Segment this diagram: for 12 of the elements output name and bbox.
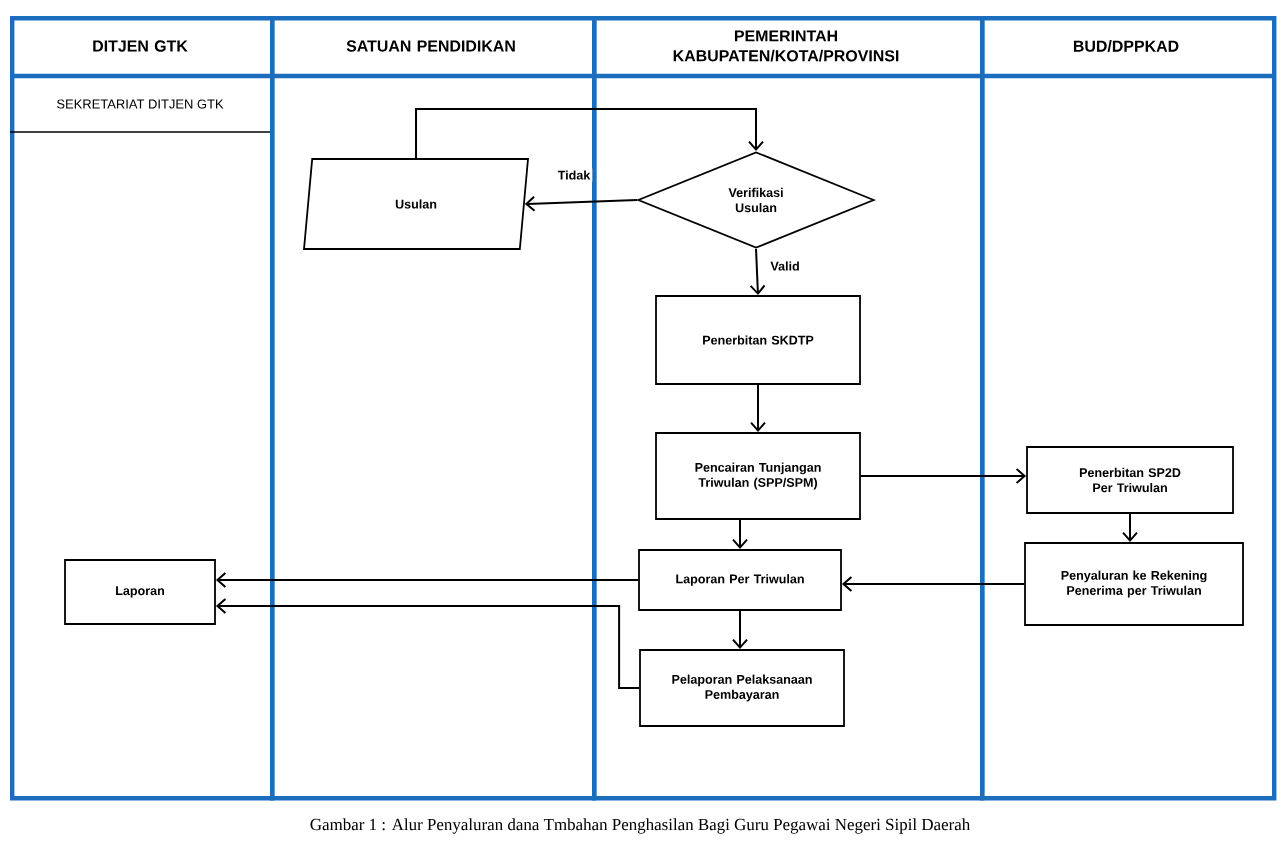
arrow [524, 195, 639, 212]
arrow [215, 572, 640, 588]
caption: Gambar 1 : Alur Penyaluran dana Tmbahan Penghasilan Bagi Guru Pegawai Negeri Sipil Daerah [310, 818, 970, 834]
arrow [732, 518, 748, 550]
arrow [859, 468, 1027, 484]
arrow [841, 576, 1026, 592]
arrow [415, 108, 764, 160]
arrow [215, 598, 641, 689]
arrow [1122, 512, 1138, 543]
arrow [749, 247, 766, 296]
arrow [750, 383, 766, 433]
arrow [732, 609, 748, 650]
